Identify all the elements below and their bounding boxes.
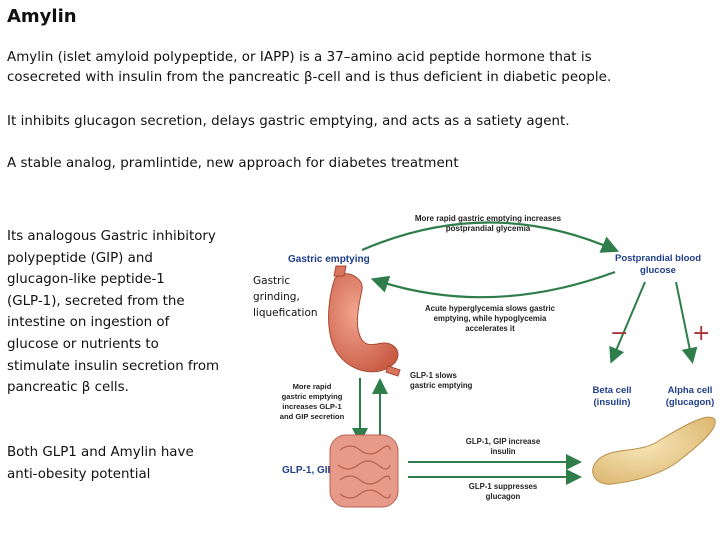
text-line: Both GLP1 and Amylin have: [7, 445, 194, 460]
glucose-to-beta-arrow: [609, 281, 646, 364]
text-line: liquefication: [253, 307, 318, 319]
gip-glp1-description: Its analogous Gastric inhibitory polypep…: [7, 226, 245, 399]
postprandial-label-line-1: Postprandial blood: [615, 253, 701, 264]
amylin-description-line-2: cosecreted with insulin from the pancrea…: [7, 70, 612, 85]
text-line: intestine on ingestion of: [7, 315, 170, 331]
pramlintide-note: A stable analog, pramlintide, new approa…: [7, 156, 459, 171]
intestine-illustration: [329, 434, 399, 508]
text-line: glucose or nutrients to: [7, 336, 159, 352]
gastric-grinding-note: Gastric grinding, liquefication: [253, 273, 318, 321]
text-line: grinding,: [253, 291, 300, 303]
suppress-glucagon-label-line-2: glucagon: [486, 492, 521, 501]
amylin-description-line-1: Amylin (islet amyloid polypeptide, or IA…: [7, 50, 592, 65]
glucose-to-alpha-arrow: [675, 281, 698, 364]
text-line: polypeptide (GIP) and: [7, 250, 153, 266]
text-line: Gastric: [253, 275, 291, 287]
top-arrow-label-line-1: More rapid gastric emptying increases: [415, 214, 562, 223]
increase-insulin-label-line-2: insulin: [490, 447, 515, 456]
more-rapid-label-line-4: and GIP secretion: [280, 412, 345, 421]
anti-obesity-note: Both GLP1 and Amylin have anti-obesity p…: [7, 442, 245, 485]
text-line: (GLP-1), secreted from the: [7, 293, 185, 309]
minus-sign: −: [610, 321, 628, 346]
alpha-cell-label-line-1: Alpha cell: [668, 385, 713, 396]
gastric-emptying-label: Gastric emptying: [288, 254, 370, 265]
beta-cell-label-line-1: Beta cell: [592, 385, 631, 396]
amylin-description: Amylin (islet amyloid polypeptide, or IA…: [7, 48, 713, 88]
text-line: Its analogous Gastric inhibitory: [7, 229, 216, 244]
text-line: stimulate insulin secretion from: [7, 358, 220, 374]
beta-cell-label-line-2: (insulin): [594, 397, 631, 408]
text-line: pancreatic β cells.: [7, 380, 129, 396]
stomach-illustration: [328, 265, 401, 377]
more-rapid-label-line-2: gastric emptying: [282, 392, 343, 401]
suppress-glucagon-label-line-1: GLP-1 suppresses: [469, 482, 538, 491]
glp1-slows-line-2: gastric emptying: [410, 381, 473, 390]
more-rapid-label-line-3: increases GLP-1: [282, 402, 342, 411]
middle-arrow-label-line-2: emptying, while hypoglycemia: [434, 314, 547, 323]
text-line: anti-obesity potential: [7, 466, 151, 482]
alpha-cell-label-line-2: (glucagon): [666, 397, 715, 408]
text-line: glucagon-like peptide-1: [7, 272, 165, 288]
glp1-gip-label: GLP-1, GIP: [282, 465, 335, 476]
increase-insulin-label-line-1: GLP-1, GIP increase: [466, 437, 541, 446]
more-rapid-label-line-1: More rapid: [293, 382, 332, 391]
top-curved-arrow: [361, 221, 620, 253]
middle-curved-arrow: [370, 270, 616, 299]
plus-sign: +: [692, 321, 710, 346]
pancreas-illustration: [592, 416, 716, 485]
middle-arrow-label-line-1: Acute hyperglycemia slows gastric: [425, 304, 556, 313]
amylin-effects: It inhibits glucagon secretion, delays g…: [7, 114, 570, 129]
page-title: Amylin: [7, 6, 77, 27]
gastric-emptying-diagram: More rapid gastric emptying increases po…: [280, 214, 716, 508]
postprandial-label-line-2: glucose: [640, 265, 676, 276]
top-arrow-label-line-2: postprandial glycemia: [446, 224, 531, 233]
glp1-slows-line-1: GLP-1 slows: [410, 371, 457, 380]
middle-arrow-label-line-3: accelerates it: [465, 324, 515, 333]
